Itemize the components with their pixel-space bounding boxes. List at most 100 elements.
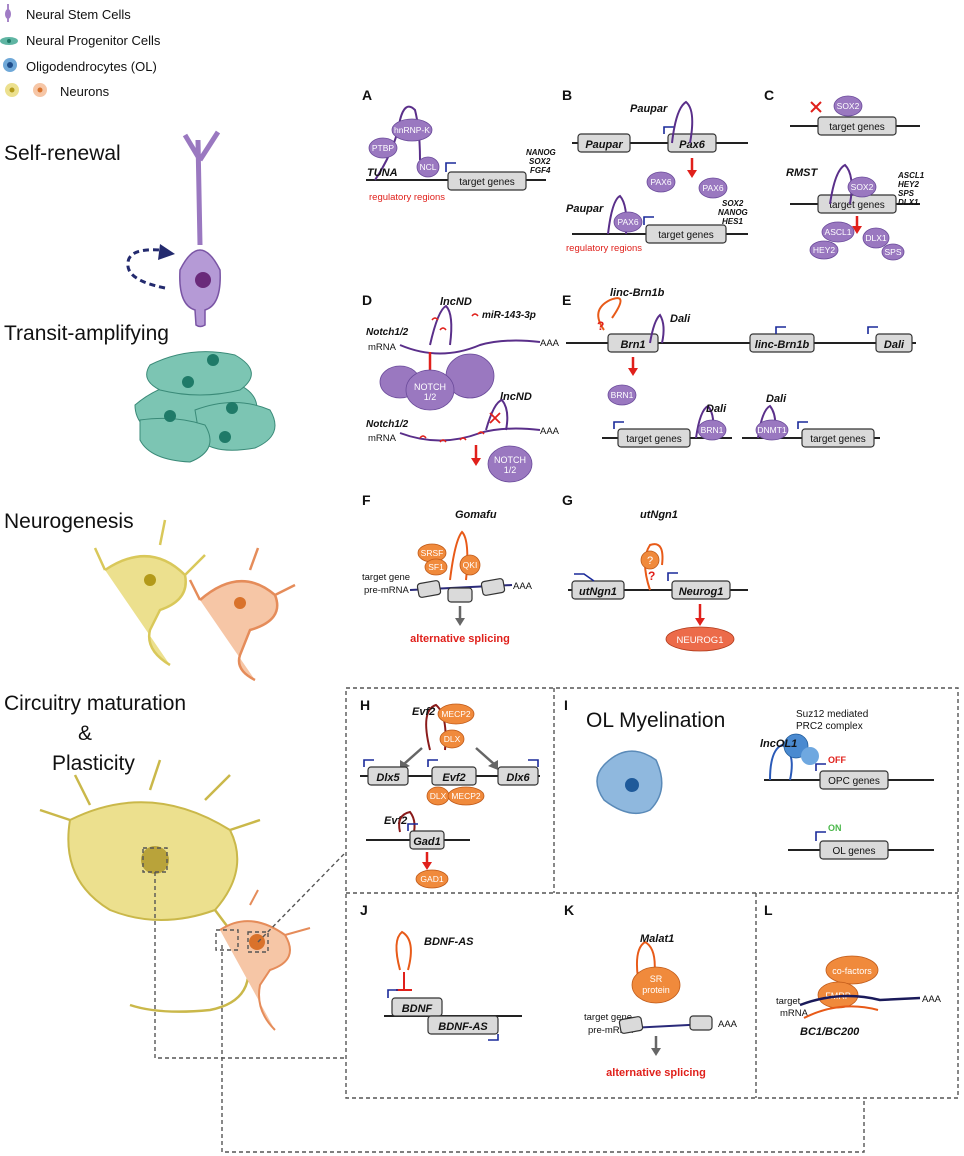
panel-b-pax6p-1: PAX6 <box>650 177 671 187</box>
panel-c: target genes SOX2 target genes SOX2 RMST… <box>786 95 925 261</box>
panel-letters: A B C D E F G H I J K L <box>360 87 774 918</box>
panel-k-sr1: SR <box>650 974 663 984</box>
panel-d: lncND miR-143-3p Notch1/2 mRNA AAA NOTCH… <box>366 296 560 483</box>
panel-h-evf2-1: Evf2 <box>412 706 435 718</box>
panel-letter-e: E <box>562 292 571 308</box>
neurons-illustration <box>93 519 296 682</box>
panel-g-neurog1p: NEUROG1 <box>677 635 724 646</box>
panel-d-mrna-2: mRNA <box>368 433 397 444</box>
panel-b-paupar-box: Paupar <box>585 139 623 151</box>
panel-letter-g: G <box>562 492 573 508</box>
panel-a: target genes hnRNP-K PTBP NCL TUNA regul… <box>366 105 556 203</box>
panel-h-evf2-2: Evf2 <box>384 815 407 827</box>
panel-a-ptbp: PTBP <box>372 143 395 153</box>
panel-h: Evf2 MECP2 DLX Dlx5 Evf2 Dlx6 DLX MECP2 … <box>360 703 540 889</box>
panel-b-paupar-lnc-2: Paupar <box>566 203 604 215</box>
panel-c-ascl1: ASCL1 <box>825 227 852 237</box>
connector-l <box>221 945 865 1153</box>
panel-g-q2: ? <box>648 569 655 583</box>
panel-l-target: target <box>776 996 801 1007</box>
panel-letter-i: I <box>564 697 568 713</box>
panel-e-dali-1: Dali <box>670 313 691 325</box>
panel-j-bdnf: BDNF <box>402 1003 433 1015</box>
panel-i-suz12a: Suz12 mediated <box>796 709 868 720</box>
panel-c-gene-3: DLX1 <box>898 198 919 207</box>
panel-letter-a: A <box>362 87 372 103</box>
panel-d-notchp-2b: 1/2 <box>504 465 517 475</box>
panel-d-notchp-1b: 1/2 <box>424 392 437 402</box>
panel-b-gene-1: NANOG <box>718 208 748 217</box>
panel-k-malat1: Malat1 <box>640 933 674 945</box>
stage-circuitry-1: Circuitry maturation <box>4 692 186 715</box>
panel-k: Malat1 SR protein target gene pre-mRNA A… <box>584 933 738 1079</box>
stage-circuitry-2: & <box>78 722 92 745</box>
panel-i-on: ON <box>828 823 842 833</box>
panel-b: Paupar Pax6 Paupar PAX6 PAX6 target gene… <box>566 100 748 254</box>
stem-cell-illustration <box>126 130 221 328</box>
panel-a-ncl: NCL <box>419 162 436 172</box>
panel-letter-c: C <box>764 87 774 103</box>
panel-c-target-genes-1: target genes <box>829 122 885 133</box>
panel-c-rmst: RMST <box>786 167 818 179</box>
panel-e-brn1p-1: BRN1 <box>611 390 634 400</box>
panel-g: utNgn1 Neurog1 ? utNgn1 ? NEUROG1 <box>568 509 748 652</box>
stage-neurogenesis: Neurogenesis <box>4 510 134 533</box>
panel-a-hnrnpk: hnRNP-K <box>394 125 430 135</box>
panel-e-targets-1: target genes <box>626 434 682 445</box>
panel-frames <box>345 687 959 1099</box>
panel-f-tg1: target gene <box>362 572 410 583</box>
connector-h-j <box>154 872 346 1059</box>
panel-letter-d: D <box>362 292 372 308</box>
panel-letter-h: H <box>360 697 370 713</box>
panel-h-dlx6: Dlx6 <box>506 772 530 784</box>
panel-c-target-genes-2: target genes <box>829 200 885 211</box>
panel-h-dlx-1: DLX <box>444 734 461 744</box>
stage-self-renewal: Self-renewal <box>4 142 121 165</box>
panel-e-dali-3: Dali <box>766 393 787 405</box>
panel-b-paupar-lnc: Paupar <box>630 103 668 115</box>
panel-f-tg2: pre-mRNA <box>364 585 410 596</box>
panel-e-question: ? <box>597 319 604 333</box>
panel-d-lncnd-2: lncND <box>500 391 532 403</box>
panel-c-hey2: HEY2 <box>813 245 835 255</box>
panel-e-linc-box: linc-Brn1b <box>755 339 810 351</box>
mature-neurons-illustration <box>39 759 311 1031</box>
panel-j-bdnfas-box: BDNF-AS <box>438 1021 488 1033</box>
panel-f-sf1: SF1 <box>428 562 444 572</box>
panel-l-mrna: mRNA <box>780 1008 809 1019</box>
panel-d-notch-2: Notch1/2 <box>366 419 409 430</box>
legend-ol: Oligodendrocytes (OL) <box>26 59 157 74</box>
panel-l: co-factors FMRP target mRNA AAA BC1/BC20… <box>776 955 942 1038</box>
panel-c-gene-0: ASCL1 <box>897 171 925 180</box>
panel-e-brn1p-2: BRN1 <box>701 425 724 435</box>
panel-letter-l: L <box>764 902 773 918</box>
panel-c-gene-2: SPS <box>898 189 915 198</box>
panel-a-regulatory: regulatory regions <box>369 192 445 203</box>
panel-d-mir: miR-143-3p <box>482 310 536 321</box>
panel-h-evf2-box: Evf2 <box>442 772 465 784</box>
panel-h-mecp2-2: MECP2 <box>451 791 481 801</box>
panel-c-gene-1: HEY2 <box>898 180 919 189</box>
panel-g-utngn1: utNgn1 <box>640 509 678 521</box>
panel-e-dnmt1: DNMT1 <box>757 425 787 435</box>
panel-c-sox2-2: SOX2 <box>851 182 874 192</box>
legend-nsc: Neural Stem Cells <box>26 7 131 22</box>
panel-c-sox2-1: SOX2 <box>837 101 860 111</box>
panel-i-lncol1: lncOL1 <box>760 738 797 750</box>
panel-h-gad1: Gad1 <box>413 836 441 848</box>
panel-a-target-genes: target genes <box>459 177 515 188</box>
panel-c-dlx1: DLX1 <box>865 233 887 243</box>
panel-g-q1: ? <box>647 555 653 567</box>
panel-f-aaa: AAA <box>513 581 533 592</box>
panel-k-splicing: alternative splicing <box>606 1067 706 1079</box>
legend-npc: Neural Progenitor Cells <box>26 33 161 48</box>
panel-h-mecp2-1: MECP2 <box>441 709 471 719</box>
panel-i-opc: OPC genes <box>828 776 880 787</box>
panel-letter-k: K <box>564 902 574 918</box>
panel-e: Brn1 linc-Brn1b Dali ? linc-Brn1b Dali B… <box>566 287 916 448</box>
panel-letter-f: F <box>362 492 371 508</box>
panel-d-aaa-2: AAA <box>540 426 560 437</box>
panel-d-notch-1: Notch1/2 <box>366 327 409 338</box>
panel-d-notchp-1a: NOTCH <box>414 382 446 392</box>
panel-h-dlx5: Dlx5 <box>376 772 400 784</box>
